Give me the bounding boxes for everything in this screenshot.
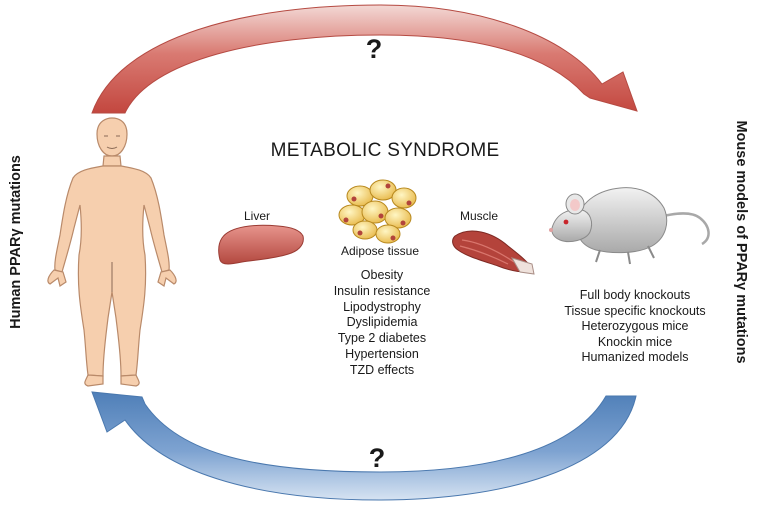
bottom-blue-arrow xyxy=(91,391,637,501)
mouse-model-item: Full body knockouts xyxy=(579,288,691,302)
mouse-model-item: Knockin mice xyxy=(597,334,673,349)
adipose-label: Adipose tissue xyxy=(340,244,420,258)
liver-icon xyxy=(218,224,304,265)
adipose-cells-icon xyxy=(338,179,417,244)
phenotype-item: Dyslipidemia xyxy=(346,315,418,330)
phenotype-item: Obesity xyxy=(360,268,404,282)
human-face-details xyxy=(104,135,120,292)
phenotype-item: TZD effects xyxy=(349,362,415,377)
top-red-arrow xyxy=(91,4,638,114)
diagram-title: METABOLIC SYNDROME xyxy=(270,140,500,161)
liver-label: Liver xyxy=(244,209,271,223)
muscle-icon xyxy=(452,230,535,275)
muscle-label: Muscle xyxy=(460,209,499,223)
adipose-nuclei xyxy=(343,183,412,241)
phenotype-list: Obesity Insulin resistance Lipodystrophy… xyxy=(262,268,502,379)
bottom-question-mark: ? xyxy=(368,443,386,473)
mouse-model-list: Full body knockouts Tissue specific knoc… xyxy=(540,288,730,366)
phenotype-item: Insulin resistance xyxy=(333,283,431,298)
mouse-model-item: Humanized models xyxy=(581,350,689,365)
mouse-icon xyxy=(549,187,710,265)
human-mutations-label: Human PPARγ mutations xyxy=(8,155,24,329)
phenotype-item: Lipodystrophy xyxy=(343,299,421,314)
human-figure-icon xyxy=(47,117,177,387)
mouse-model-item: Tissue specific knockouts xyxy=(564,303,706,318)
phenotype-item: Hypertension xyxy=(345,346,419,361)
phenotype-item: Type 2 diabetes xyxy=(337,331,427,346)
top-question-mark: ? xyxy=(365,34,383,64)
mouse-model-item: Heterozygous mice xyxy=(581,319,689,334)
mouse-models-label: Mouse models of PPARγ mutations xyxy=(733,120,749,364)
